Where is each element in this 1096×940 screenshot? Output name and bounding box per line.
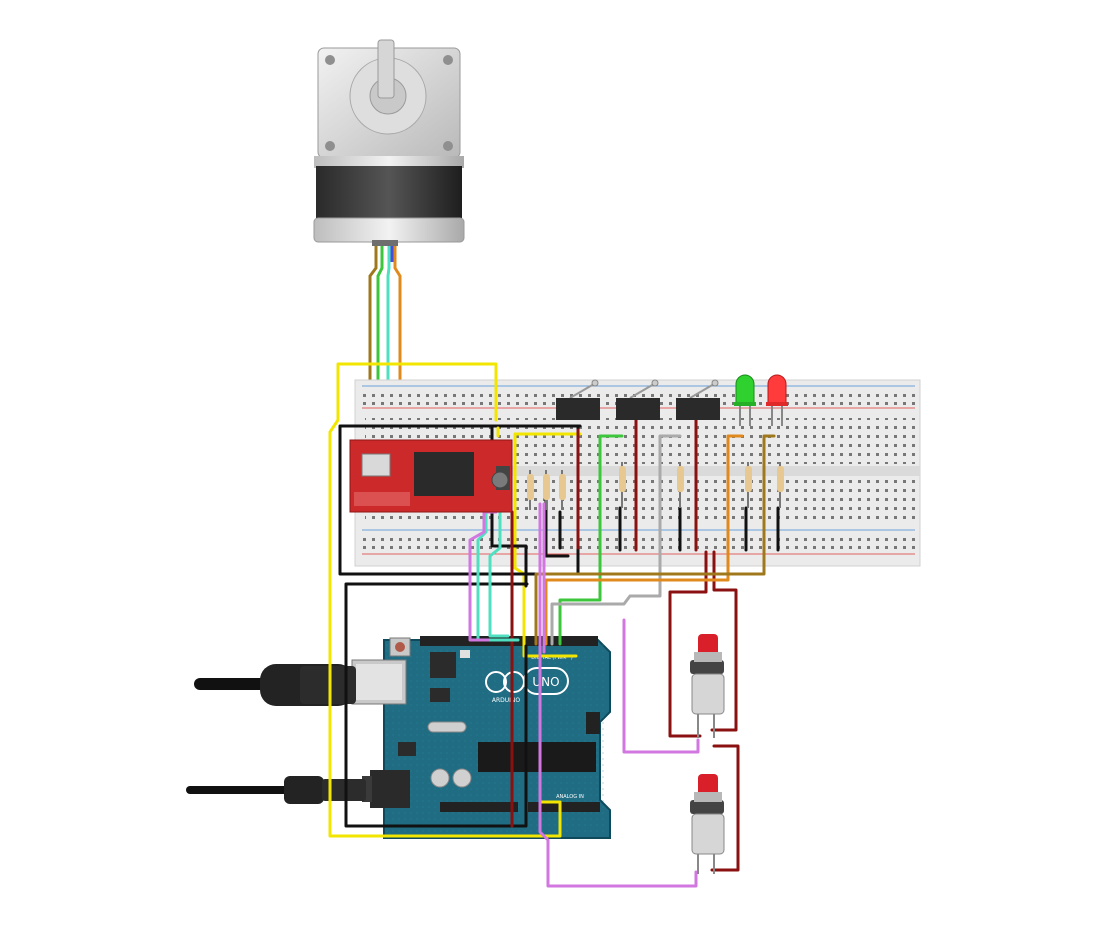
green-led (734, 374, 756, 426)
limit-switch (676, 379, 720, 420)
wires (328, 362, 780, 888)
resistor (745, 462, 752, 508)
motor-leads (368, 246, 402, 420)
stepper-motor (313, 39, 465, 246)
usb-cable (194, 664, 356, 706)
analog-header-label: ANALOG IN (556, 794, 584, 800)
arduino-model-label: UNO (532, 675, 559, 689)
red-led (766, 374, 788, 426)
push-button (690, 634, 725, 738)
resistors (527, 462, 784, 510)
arduino-brand-label: ARDUINO (492, 697, 521, 704)
resistor (677, 462, 684, 508)
stepper-driver-module (349, 439, 513, 513)
resistor (527, 470, 534, 510)
power-cable (186, 776, 366, 804)
digital-header-label: DIGITAL (PWM~) (531, 655, 573, 661)
resistor (543, 470, 550, 510)
resistor (559, 470, 566, 510)
resistor (619, 462, 626, 508)
push-button (690, 774, 725, 874)
limit-switches (556, 379, 720, 420)
arduino-uno-board: UNO ARDUINO DIGITAL (PWM~) ANALOG IN (351, 636, 611, 839)
resistor (777, 462, 784, 508)
limit-switch (616, 379, 660, 420)
limit-switch (556, 379, 600, 420)
